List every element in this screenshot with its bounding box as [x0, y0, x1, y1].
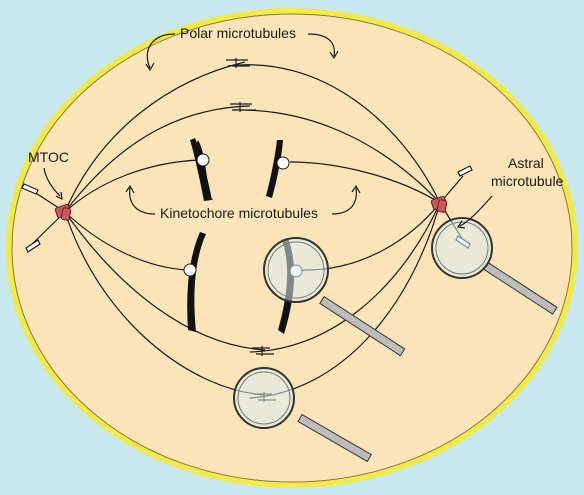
arrow-astral: [459, 195, 493, 227]
polar-microtubule: [64, 105, 251, 213]
centriole-icon: [436, 199, 448, 213]
label-astral-line1: Astral: [508, 155, 544, 171]
kinetochore-microtubule: [64, 159, 201, 213]
cell-outline: [11, 13, 573, 483]
microtubules: [27, 61, 464, 399]
label-astral-line2: microtubule: [491, 173, 564, 189]
kinetochore-icon: [196, 153, 210, 167]
arrow-kinetochore-left: [129, 187, 156, 215]
centriole-icon: [60, 207, 72, 221]
mtoc-left: [54, 203, 72, 221]
kinetochore-icon: [183, 263, 197, 277]
arrow-mtoc: [43, 167, 61, 197]
arrow-polar-left: [146, 33, 176, 69]
polar-microtubule: [227, 64, 441, 204]
polar-microtubule: [249, 202, 441, 353]
magnifying-glass-icon: [431, 217, 558, 315]
chromosome: [266, 140, 283, 198]
label-mtoc: MTOC: [28, 149, 69, 165]
kinetochore-microtubule: [64, 211, 189, 271]
polar-microtubule: [64, 61, 246, 213]
arrow-kinetochore-right: [331, 187, 357, 215]
mtoc-right: [430, 195, 448, 213]
arrow-polar-right: [307, 33, 335, 57]
polar-microtubule: [64, 211, 266, 351]
kinetochore-microtubule: [289, 161, 441, 204]
chromosome: [190, 138, 212, 201]
kinetochore-icon: [276, 156, 290, 170]
label-kinetochore-microtubules: Kinetochore microtubules: [160, 205, 318, 221]
magnifying-glass-icon: [263, 237, 406, 357]
polar-microtubule: [231, 109, 441, 204]
magnifying-glass-icon: [233, 367, 372, 463]
chromosome: [187, 232, 206, 332]
label-polar-microtubules: Polar microtubules: [180, 25, 296, 41]
